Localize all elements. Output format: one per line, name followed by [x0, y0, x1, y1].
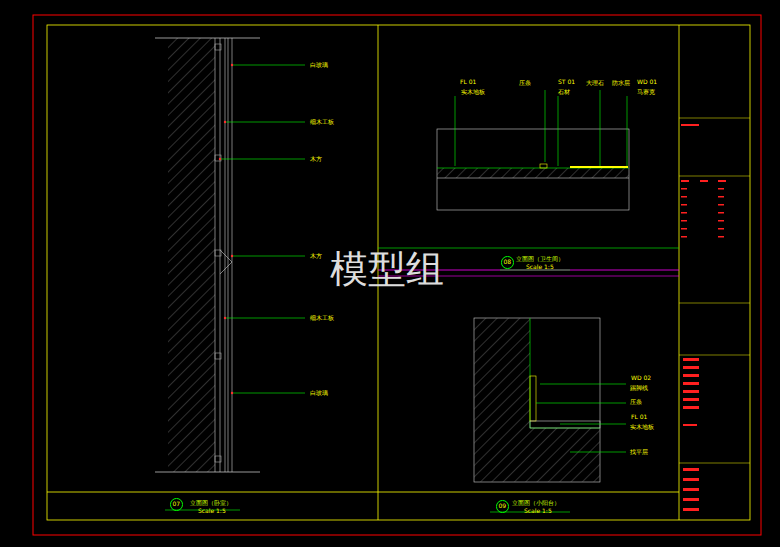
annotation-label: 细木工板 [310, 119, 334, 125]
annotation-label: WD 02 [631, 375, 651, 381]
annotation-label: 石材 [558, 89, 570, 95]
callout-number: 08 [504, 259, 512, 265]
annotation-label: Scale 1:5 [524, 508, 552, 514]
annotation-label: 大理石 [586, 80, 604, 86]
annotation-label: 实木地板 [630, 424, 654, 430]
annotation-label: 木方 [310, 253, 322, 259]
callout-circle: 07 [170, 498, 183, 511]
annotation-label: 马赛克 [637, 89, 655, 95]
callout-circle: 08 [501, 256, 514, 269]
callout-circle: 09 [496, 500, 509, 513]
annotation-label: ST 01 [558, 79, 575, 85]
annotation-label: 立面图（卧室） [190, 500, 232, 506]
annotation-label: Scale 1:5 [526, 264, 554, 270]
annotation-label: 白玻璃 [310, 390, 328, 396]
annotation-label: 木方 [310, 156, 322, 162]
annotation-label: 找平层 [630, 449, 648, 455]
annotation-label: 细木工板 [310, 315, 334, 321]
annotation-label: 防水层 [612, 80, 630, 86]
annotation-label: 压条 [630, 399, 642, 405]
annotation-label: 压条 [519, 80, 531, 86]
annotation-label: FL 01 [460, 79, 476, 85]
annotation-label: 实木地板 [461, 89, 485, 95]
callout-number: 07 [173, 501, 181, 507]
callout-number: 09 [499, 503, 507, 509]
annotation-label: 踢脚线 [630, 385, 648, 391]
annotation-label: Scale 1:5 [198, 508, 226, 514]
annotation-label: 白玻璃 [310, 62, 328, 68]
annotation-label: 立面图（卫生间） [516, 256, 564, 262]
annotation-label: FL 01 [631, 414, 647, 420]
watermark: 模型组 [330, 250, 444, 288]
annotation-label: 立面图（小阳台） [512, 500, 560, 506]
annotation-label: WD 01 [637, 79, 657, 85]
